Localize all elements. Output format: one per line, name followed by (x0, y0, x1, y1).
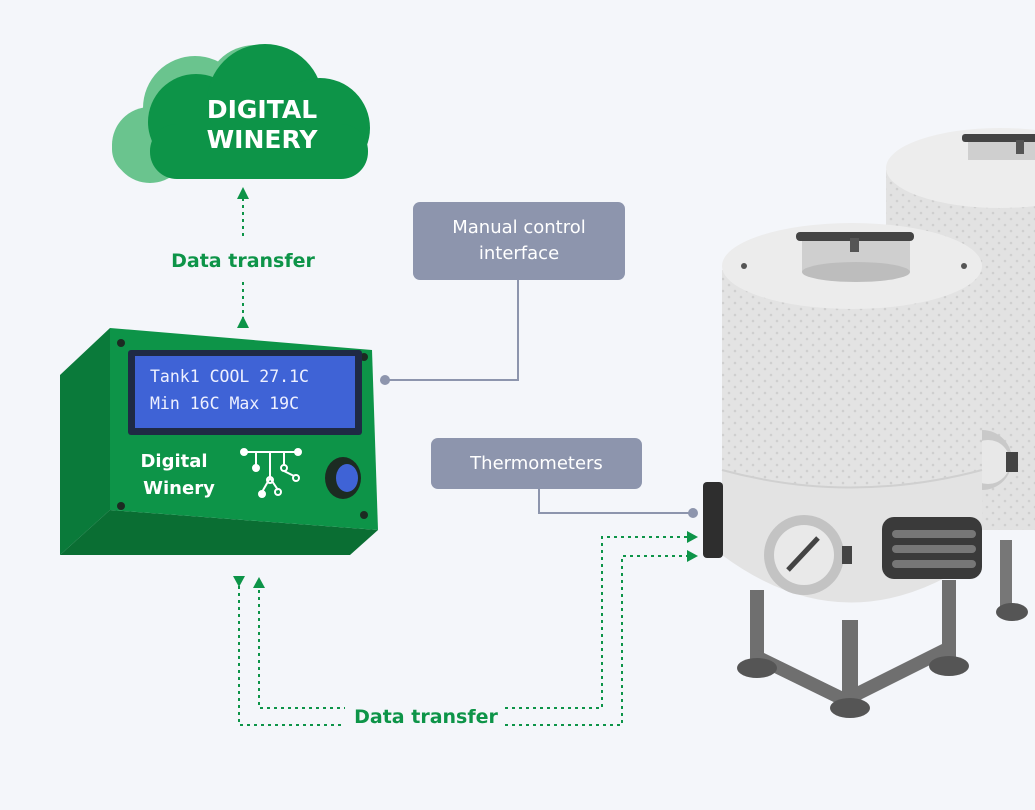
lcd-line-1: Tank1 COOL 27.1C (150, 367, 309, 386)
lcd-line-2: Min 16C Max 19C (150, 394, 299, 413)
knob-icon[interactable] (325, 457, 361, 499)
lcd-screen (135, 356, 355, 428)
cloud-title-line2: WINERY (207, 125, 319, 154)
tank-valve-icon (882, 517, 982, 579)
controller-brand-line2: Winery (143, 478, 215, 499)
lower-data-transfer-arrows (238, 536, 690, 726)
manual-control-callout: Manual control interface (413, 202, 625, 280)
arrow-up-icon (237, 187, 249, 199)
thermometer-sensor (703, 482, 723, 558)
controller-box: Tank1 COOL 27.1C Min 16C Max 19C Digital… (60, 328, 378, 555)
manual-control-connector (380, 278, 519, 385)
cloud-title-line1: DIGITAL (207, 95, 317, 124)
fermentation-tank-icon (703, 223, 983, 718)
controller-brand-line1: Digital (140, 451, 207, 472)
arrow-right-icon (687, 550, 698, 562)
arrow-down-icon (233, 576, 245, 587)
cloud-icon: DIGITAL WINERY (112, 44, 370, 183)
data-transfer-label-bottom: Data transfer (354, 706, 498, 728)
arrow-up-icon (253, 577, 265, 588)
thermometers-callout: Thermometers (431, 438, 642, 489)
thermometers-connector (538, 488, 698, 518)
circuit-tree-icon (240, 448, 302, 498)
upper-data-transfer-arrow (237, 187, 249, 328)
arrow-right-icon (687, 531, 698, 543)
arrow-up-icon (237, 316, 249, 328)
data-transfer-label-top: Data transfer (171, 250, 315, 272)
